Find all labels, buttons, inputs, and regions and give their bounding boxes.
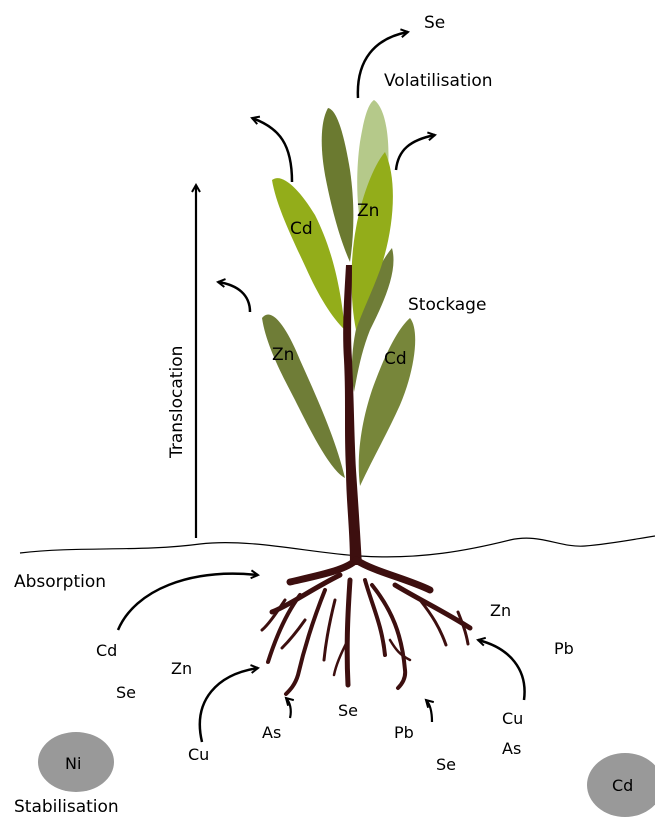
cu-uptake-arrow (200, 668, 258, 742)
translocation-label: Translocation (167, 346, 187, 459)
soil-label-cu-right: Cu (502, 709, 523, 728)
leaf-upper-center (322, 108, 354, 262)
soil-label-pb-bottom: Pb (394, 723, 414, 742)
leaf-label-lower-right: Cd (384, 349, 407, 369)
volatilisation-arrow-right (396, 135, 435, 170)
right-uptake-arrow (478, 640, 525, 700)
soil-label-as-right: As (502, 739, 521, 758)
leaf-lower-right (359, 318, 415, 486)
particle-label-cd: Cd (612, 776, 633, 795)
soil-label-cd-left: Cd (96, 641, 117, 660)
particle-label-ni: Ni (65, 754, 81, 773)
soil-label-se-bottom: Se (436, 755, 456, 774)
stabilisation-label: Stabilisation (14, 797, 119, 817)
soil-label-cu-bottom: Cu (188, 745, 209, 764)
volatilisation-arrow-lower (218, 282, 250, 312)
as-uptake-arrow (286, 698, 291, 718)
soil-label-zn-left: Zn (171, 659, 192, 678)
pb-uptake-arrow (426, 700, 432, 722)
volatilisation-arrow-left (252, 118, 292, 182)
volatilisation-label: Volatilisation (384, 71, 493, 91)
leaf-label-lower-left: Zn (272, 345, 294, 365)
leaf-label-upper-left: Cd (290, 219, 313, 239)
leaf-label-upper-right: Zn (357, 201, 379, 221)
soil-label-pb-right: Pb (554, 639, 574, 658)
absorption-label: Absorption (14, 572, 106, 592)
soil-label-as-bottom: As (262, 723, 281, 742)
stockage-label: Stockage (408, 295, 486, 315)
soil-label-zn-right: Zn (490, 601, 511, 620)
volatilised-se-label: Se (424, 13, 445, 33)
soil-surface-line (20, 536, 655, 557)
absorption-arrow (118, 574, 258, 630)
soil-label-se-middle: Se (338, 701, 358, 720)
leaf-lower-left (262, 314, 345, 478)
soil-label-se-left: Se (116, 683, 136, 702)
plant-roots (262, 560, 470, 694)
